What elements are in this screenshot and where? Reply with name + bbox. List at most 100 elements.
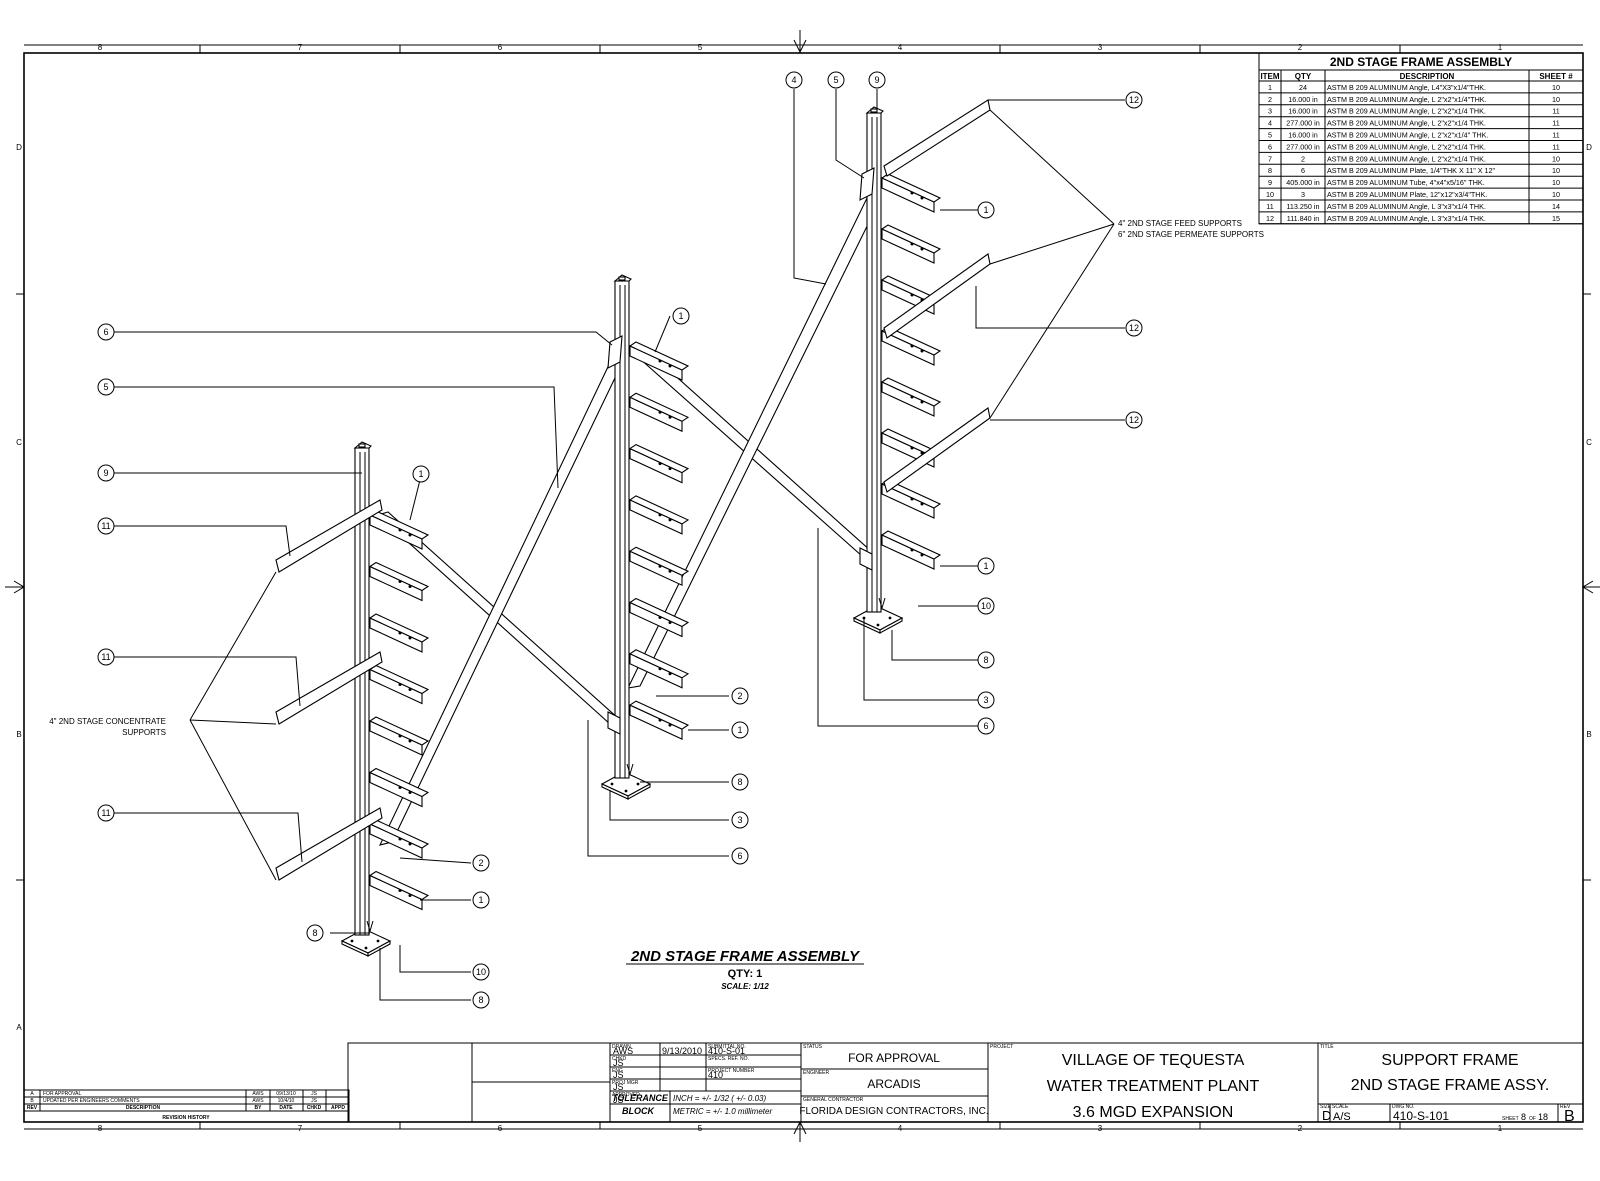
concentrate-supports-note-2: SUPPORTS [122,728,166,737]
bom-cell: ASTM B 209 ALUMINUM Angle, L 2"x2"x1/4 T… [1327,107,1486,116]
revision-history-table: A FOR APPROVAL AWS 09/13/10 JS B UPDATED… [23,1089,350,1123]
post-cap-opening [870,108,878,113]
bom-cell: 10 [1552,154,1560,163]
zone-row-right-c: C [1586,438,1592,447]
bom-cell: 4 [1268,119,1272,128]
rev-row-b-desc: UPDATED PER ENGINEERS COMMENTS [43,1098,140,1104]
balloon-item-1: 1 [731,721,749,739]
size-value: D [1322,1108,1331,1123]
bom-cell: 11 [1552,142,1559,151]
balloon-label: 1 [983,205,988,215]
zone-col-top-3: 3 [1098,43,1103,52]
angle-arm [368,870,430,911]
bom-cell: 16.000 in [1288,131,1318,140]
bom-cell: 7 [1268,154,1272,163]
rev-row-a-rev: A [30,1091,34,1097]
bolt-hole [668,569,672,573]
bolt-hole [910,242,914,246]
balloon-label: 10 [476,967,486,977]
bom-cell: 6 [1301,166,1305,175]
mgr-label: PROJ MGR [612,1080,639,1086]
post-left [340,441,392,957]
balloon-label: 9 [103,468,108,478]
rev-row-a-date: 09/13/10 [276,1091,296,1097]
bolt-hole [658,410,662,414]
support-angle-left-1 [275,499,383,573]
bolt-hole [364,946,368,950]
bolt-hole [668,518,672,522]
bolt-hole [876,623,880,627]
angle-arm-flange [368,613,430,643]
angle-arm-flange [368,870,430,901]
rev-header-date: DATE [279,1105,293,1111]
balloon-item-11: 11 [97,804,115,822]
drawn-date: 9/13/2010 [662,1046,702,1056]
balloon-item-8: 8 [472,991,490,1009]
sheet-label: SHEET [1502,1116,1519,1122]
bolt-hole [658,564,662,568]
zone-col-top-6: 6 [498,43,503,52]
angle-arm [628,649,690,689]
bolt-hole [910,548,914,552]
item-balloons: 6 5 9 11 11 11 1 2 1 8 10 8 1 2 1 8 3 6 … [97,71,1143,1009]
balloon-label: 12 [1129,415,1139,425]
angle-arm [628,546,690,587]
angle-arm [628,341,690,381]
permeate-supports-note: 6" 2ND STAGE PERMEATE SUPPORTS [1118,230,1264,239]
dwg-no-label: DWG NO. [1392,1104,1415,1110]
project-number-value: 410 [708,1070,723,1080]
balloon-item-3: 3 [731,811,749,829]
zone-col-top-5: 5 [698,43,703,52]
bolt-hole [636,782,640,786]
bolt-hole [668,415,672,419]
bom-cell: ASTM B 209 ALUMINUM Angle, L 3"x3"x1/4 T… [1327,202,1486,211]
weld-mark [878,597,886,610]
rev-value: B [1564,1108,1575,1125]
eng-value: JS [613,1070,624,1080]
bolt-hole [408,791,412,794]
bolt-hole [658,359,662,363]
base-plate-edge [879,617,903,634]
submittal-value: 410-S-01 [708,1046,745,1056]
status-value: FOR APPROVAL [848,1051,940,1065]
contractor-label: GENERAL CONTRACTOR [803,1097,864,1103]
angle-arm-flange [628,443,690,474]
rev-header-by: BY [255,1105,263,1111]
bolt-hole [408,533,412,537]
gusset-clips [607,167,875,735]
checked-value: JS [613,1058,624,1068]
bom-cell: 11 [1552,107,1559,116]
zone-col-top-1: 1 [1498,43,1503,52]
bolt-hole [350,939,354,943]
angle-arm [880,530,942,570]
zone-row-left-c: C [16,438,22,447]
engineer-label: ENGINEER [803,1070,830,1076]
balloon-item-1: 1 [977,201,995,219]
balloon-item-5: 6 [97,323,115,341]
tolerance-block-label: BLOCK [622,1106,655,1116]
clip-bottom-right [859,547,873,571]
bolt-hole [668,467,672,471]
bolt-hole [668,621,672,624]
bolt-hole [398,837,402,841]
zone-col-bottom-5: 5 [698,1124,703,1133]
weld-mark [366,920,374,933]
bolt-hole [910,395,914,399]
title-label: TITLE [1320,1044,1334,1050]
balloon-item-6: 6 [731,847,749,865]
rev-row-b-by: AWS [252,1098,264,1104]
angle-arm [880,479,942,519]
balloon-label: 8 [478,995,483,1005]
angle-arm [368,716,430,756]
bom-cell: 113.250 in [1286,202,1319,211]
angle-arm [628,443,690,484]
bolt-hole [668,672,672,676]
rev-header-desc: DESCRIPTION [126,1105,161,1111]
angle-arm-flange [368,767,430,798]
angle-arm [628,597,690,638]
bolt-hole [920,196,924,200]
angle-arm [368,561,430,602]
balloon-label: 8 [312,928,317,938]
angle-arm [368,613,430,653]
